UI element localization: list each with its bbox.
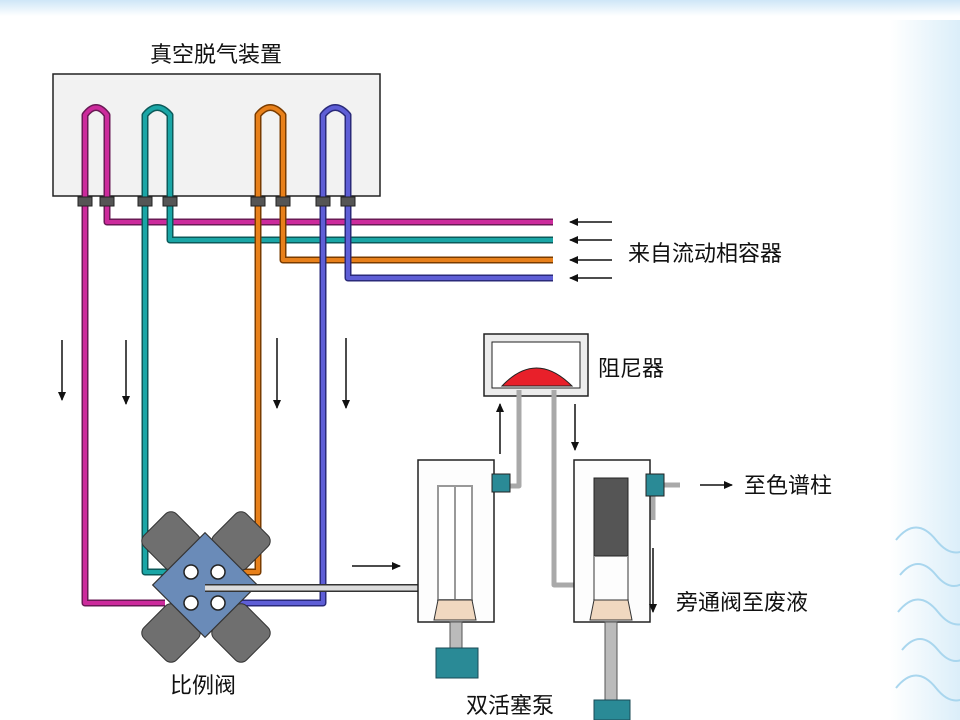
down-flow-arrows bbox=[58, 338, 350, 409]
pump-head-left bbox=[417, 459, 511, 679]
pump-head-right bbox=[573, 459, 665, 720]
damper bbox=[483, 333, 589, 397]
damper-label: 阻尼器 bbox=[598, 357, 664, 382]
header-band bbox=[0, 0, 960, 16]
right-decor-band bbox=[890, 20, 960, 720]
to-column-label: 至色谱柱 bbox=[744, 474, 832, 499]
degasser-box bbox=[52, 73, 381, 197]
solvent-line-purple bbox=[240, 104, 553, 607]
wave-decoration bbox=[895, 526, 960, 702]
degasser-label: 真空脱气装置 bbox=[150, 43, 282, 68]
inlet-arrows bbox=[569, 218, 612, 282]
solvent-line-magenta bbox=[81, 104, 553, 607]
solvent-line-teal bbox=[141, 104, 553, 576]
proportioning-valve-label: 比例阀 bbox=[170, 674, 236, 699]
from-mixer-label: 来自流动相容器 bbox=[628, 242, 782, 267]
pump-label: 双活塞泵 bbox=[466, 694, 554, 719]
bypass-label: 旁通阀至废液 bbox=[676, 591, 808, 616]
degasser-fittings bbox=[77, 196, 356, 207]
